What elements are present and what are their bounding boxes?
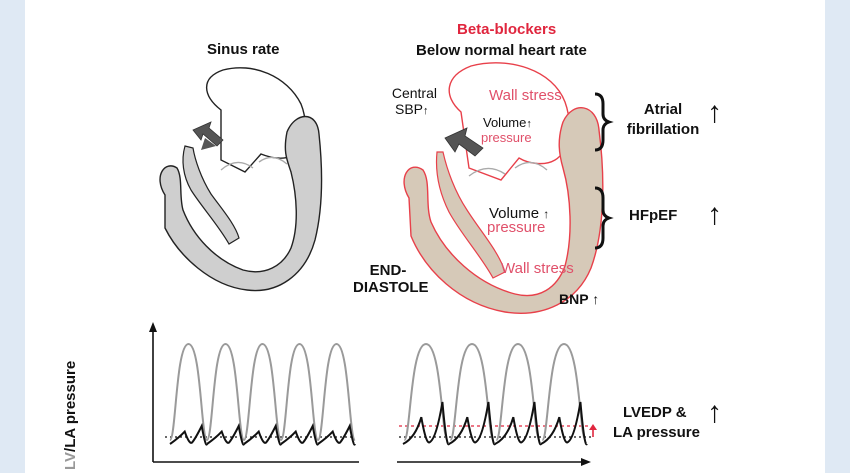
volume-atrium-text: Volume (483, 115, 527, 130)
sbp-up-arrow-icon: ↑ (423, 105, 429, 117)
right-la-wave (402, 401, 450, 446)
wall-stress-atrium-label: Wall stress (489, 87, 562, 104)
lvedp-line1: LVEDP & (623, 404, 687, 421)
bnp-text: BNP (559, 291, 589, 307)
pressure-ventricle-label: pressure (487, 219, 546, 236)
left-heart-illustration (159, 67, 323, 292)
y-axis-la: LA pressure (62, 360, 79, 448)
lvedp-label: LVEDP & LA pressure (613, 403, 700, 442)
figure-panel: Sinus rate Beta-blockers Below normal he… (25, 0, 825, 473)
af-line1: Atrial (643, 101, 683, 118)
volume-ventricle-text: Volume (489, 205, 540, 222)
pressure-atrium-label: pressure (481, 130, 532, 145)
left-lv-wave (316, 342, 357, 441)
y-axis-label: LV/LA pressure (62, 360, 80, 470)
left-lv-wave (242, 342, 283, 441)
sbp-label: SBP↑ (395, 101, 429, 117)
left-pressure-graph (149, 322, 359, 463)
af-bracket (594, 92, 614, 152)
right-la-wave (448, 401, 496, 446)
left-la-wave (206, 422, 245, 446)
atrial-fibrillation-label: Atrial fibrillation (621, 100, 705, 139)
right-la-wave (540, 401, 588, 446)
left-la-wave (317, 422, 356, 446)
volume-ventricle-label: Volume ↑ (489, 205, 550, 223)
volume-ventricle-up-icon: ↑ (543, 207, 550, 221)
right-pressure-graph (397, 342, 597, 466)
sbp-text: SBP (395, 101, 424, 117)
left-lv-wave (205, 342, 246, 441)
af-increase-icon: ↑ (707, 96, 722, 129)
bnp-label: BNP ↑ (559, 291, 600, 307)
af-line2: fibrillation (626, 120, 700, 138)
volume-atrium-up-icon: ↑ (526, 118, 532, 130)
left-lv-wave (279, 342, 320, 441)
hfpef-increase-icon: ↑ (707, 198, 722, 231)
volume-atrium-label: Volume↑ (483, 115, 532, 130)
beta-blockers-title: Beta-blockers (457, 21, 557, 38)
wall-stress-ventricle-label: Wall stress (501, 260, 574, 277)
left-la-wave (169, 422, 208, 446)
right-la-wave (494, 401, 542, 446)
bnp-up-icon: ↑ (592, 291, 600, 307)
hfpef-label: HFpEF (629, 207, 678, 224)
left-la-wave (280, 422, 319, 446)
lvedp-increase-icon: ↑ (707, 396, 722, 429)
end-diastole-label: END- DIASTOLE (353, 262, 429, 296)
sinus-rate-title: Sinus rate (207, 41, 280, 58)
lvedp-line2: LA pressure (613, 423, 700, 441)
central-label: Central (391, 85, 437, 101)
left-la-wave (243, 422, 282, 446)
left-lv-wave (168, 342, 209, 441)
end-diastole-line2: DIASTOLE (353, 278, 429, 296)
y-axis-lv: LV (62, 451, 79, 470)
end-diastole-line1: END- (369, 262, 407, 279)
hfpef-bracket (594, 186, 614, 250)
y-axis-sep: / (62, 447, 79, 452)
right-heart-illustration (403, 62, 604, 314)
diagram-artwork (149, 62, 614, 466)
below-normal-hr-title: Below normal heart rate (416, 42, 587, 59)
